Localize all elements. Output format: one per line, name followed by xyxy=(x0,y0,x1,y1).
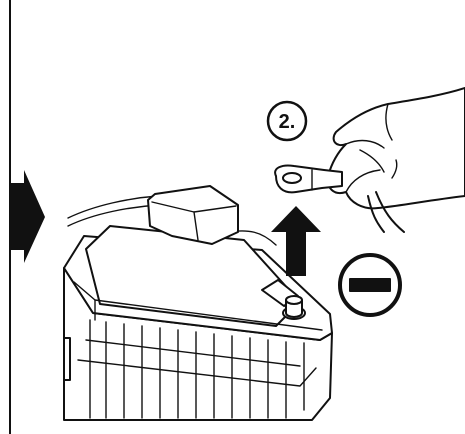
step-number-badge: 2. xyxy=(268,102,306,140)
right-arrow-icon xyxy=(9,170,45,263)
step-number-label: 2. xyxy=(279,111,296,133)
minus-sign-icon xyxy=(340,255,400,315)
hand-illustration xyxy=(328,88,465,208)
